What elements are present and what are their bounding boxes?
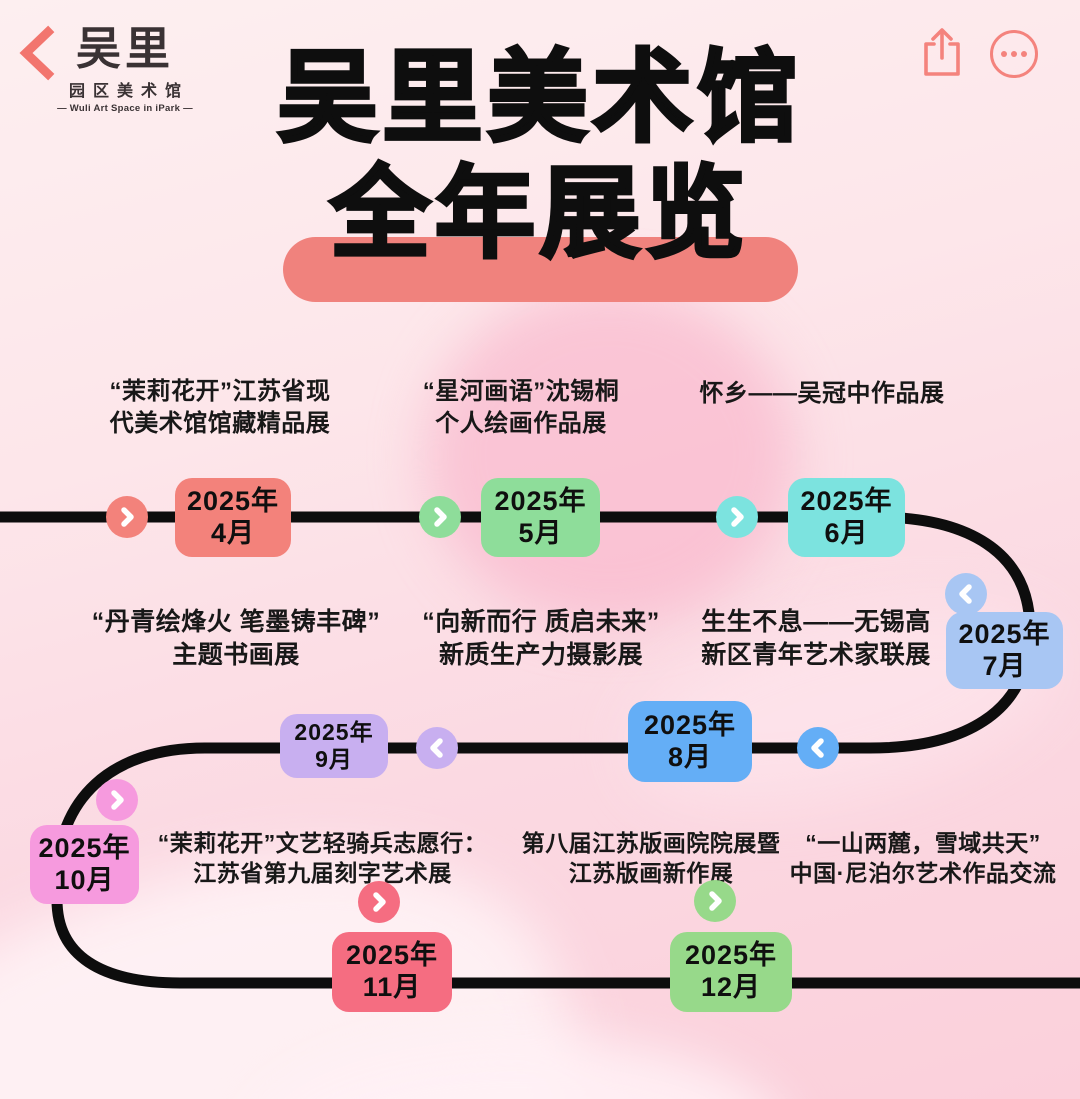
- badge-year: 2025年: [643, 709, 737, 740]
- exhibition-label-august: “向新而行 质启未来” 新质生产力摄影展: [410, 606, 672, 672]
- exhibition-label-november: 第八届江苏版画院院展暨 江苏版画新作展: [506, 828, 796, 889]
- exhibition-line: “星河画语”沈锡桐: [422, 378, 620, 405]
- logo-name: 吴里: [75, 23, 174, 74]
- month-badge-2025-10: 2025年 10月: [30, 825, 139, 904]
- exhibition-line: 新质生产力摄影展: [438, 641, 643, 669]
- poster-title-line1: 吴里美术馆: [276, 42, 803, 154]
- exhibition-line: 新区青年艺术家联展: [701, 641, 931, 669]
- exhibition-line: 江苏省第九届刻字艺术展: [193, 860, 452, 887]
- arrow-right-icon: [106, 496, 148, 538]
- arrow-left-icon: [797, 727, 839, 769]
- month-badge-2025-08: 2025年 8月: [628, 701, 752, 782]
- more-options-button[interactable]: [990, 30, 1038, 78]
- month-badge-2025-05: 2025年 5月: [481, 478, 600, 557]
- exhibition-line: 怀乡——吴冠中作品展: [699, 380, 945, 407]
- back-button[interactable]: [14, 24, 60, 82]
- arrow-right-icon: [419, 496, 461, 538]
- exhibition-label-september: “丹青绘烽火 笔墨铸丰碑” 主题书画展: [64, 606, 408, 672]
- ellipsis-icon: [1011, 51, 1017, 57]
- month-badge-2025-12: 2025年 12月: [670, 932, 792, 1012]
- badge-month: 7月: [982, 650, 1027, 681]
- museum-logo: 吴里 园区美术馆 — Wuli Art Space in iPark —: [52, 24, 198, 114]
- exhibition-label-december: “一山两麓，雪域共天” 中国·尼泊尔艺术作品交流: [766, 828, 1080, 889]
- badge-month: 11月: [362, 972, 422, 1002]
- exhibition-line: 个人绘画作品展: [435, 409, 607, 437]
- chevron-left-icon: [19, 25, 55, 81]
- month-badge-2025-09: 2025年 9月: [280, 714, 388, 778]
- share-icon: [924, 28, 960, 76]
- exhibition-line: “茉莉花开”文艺轻骑兵志愿行：: [157, 830, 488, 856]
- arrow-right-icon: [716, 496, 758, 538]
- exhibition-line: 江苏版画新作展: [568, 860, 734, 887]
- badge-year: 2025年: [800, 485, 893, 516]
- badge-month: 6月: [824, 517, 869, 548]
- arrow-left-icon: [945, 573, 987, 615]
- badge-year: 2025年: [186, 485, 280, 516]
- exhibition-line: “丹青绘烽火 笔墨铸丰碑”: [91, 608, 381, 636]
- exhibition-label-may: “星河画语”沈锡桐 个人绘画作品展: [396, 376, 646, 439]
- exhibition-line: 代美术馆馆藏精品展: [109, 409, 331, 437]
- exhibition-line: “向新而行 质启未来”: [422, 608, 660, 636]
- badge-month: 12月: [700, 972, 762, 1002]
- month-badge-2025-07: 2025年 7月: [946, 612, 1063, 689]
- ellipsis-icon: [1001, 51, 1007, 57]
- share-button[interactable]: [918, 26, 966, 78]
- exhibition-line: 主题书画展: [172, 641, 300, 669]
- month-badge-2025-06: 2025年 6月: [788, 478, 905, 557]
- exhibition-label-july: 生生不息——无锡高 新区青年艺术家联展: [692, 606, 940, 672]
- logo-tagline: — Wuli Art Space in iPark —: [57, 102, 193, 114]
- poster-title-line2: 全年展览: [328, 158, 750, 270]
- ellipsis-icon: [1021, 51, 1027, 57]
- arrow-right-icon: [358, 881, 400, 923]
- exhibition-line: “一山两麓，雪域共天”: [805, 830, 1041, 856]
- exhibition-label-april: “茉莉花开”江苏省现 代美术馆馆藏精品展: [75, 376, 365, 439]
- exhibition-line: 生生不息——无锡高: [701, 608, 931, 636]
- exhibition-line: “茉莉花开”江苏省现: [109, 378, 331, 405]
- badge-year: 2025年: [684, 940, 778, 971]
- arrow-right-icon: [694, 880, 736, 922]
- badge-year: 2025年: [494, 485, 587, 516]
- badge-year: 2025年: [958, 618, 1051, 649]
- badge-month: 10月: [54, 864, 115, 895]
- arrow-right-icon: [96, 779, 138, 821]
- exhibition-label-june: 怀乡——吴冠中作品展: [672, 378, 972, 410]
- badge-year: 2025年: [345, 940, 439, 971]
- month-badge-2025-04: 2025年 4月: [175, 478, 291, 557]
- exhibition-label-october: “茉莉花开”文艺轻骑兵志愿行： 江苏省第九届刻字艺术展: [150, 828, 495, 889]
- badge-month: 8月: [667, 741, 713, 772]
- badge-year: 2025年: [294, 718, 374, 745]
- exhibition-line: 中国·尼泊尔艺术作品交流: [789, 860, 1057, 887]
- badge-month: 5月: [518, 517, 563, 548]
- exhibition-line: 第八届江苏版画院院展暨: [521, 830, 781, 856]
- logo-subtitle: 园区美术馆: [68, 82, 189, 100]
- arrow-left-icon: [416, 727, 458, 769]
- month-badge-2025-11: 2025年 11月: [332, 932, 452, 1012]
- badge-month: 4月: [210, 517, 256, 548]
- badge-year: 2025年: [38, 832, 131, 863]
- badge-month: 9月: [315, 746, 353, 772]
